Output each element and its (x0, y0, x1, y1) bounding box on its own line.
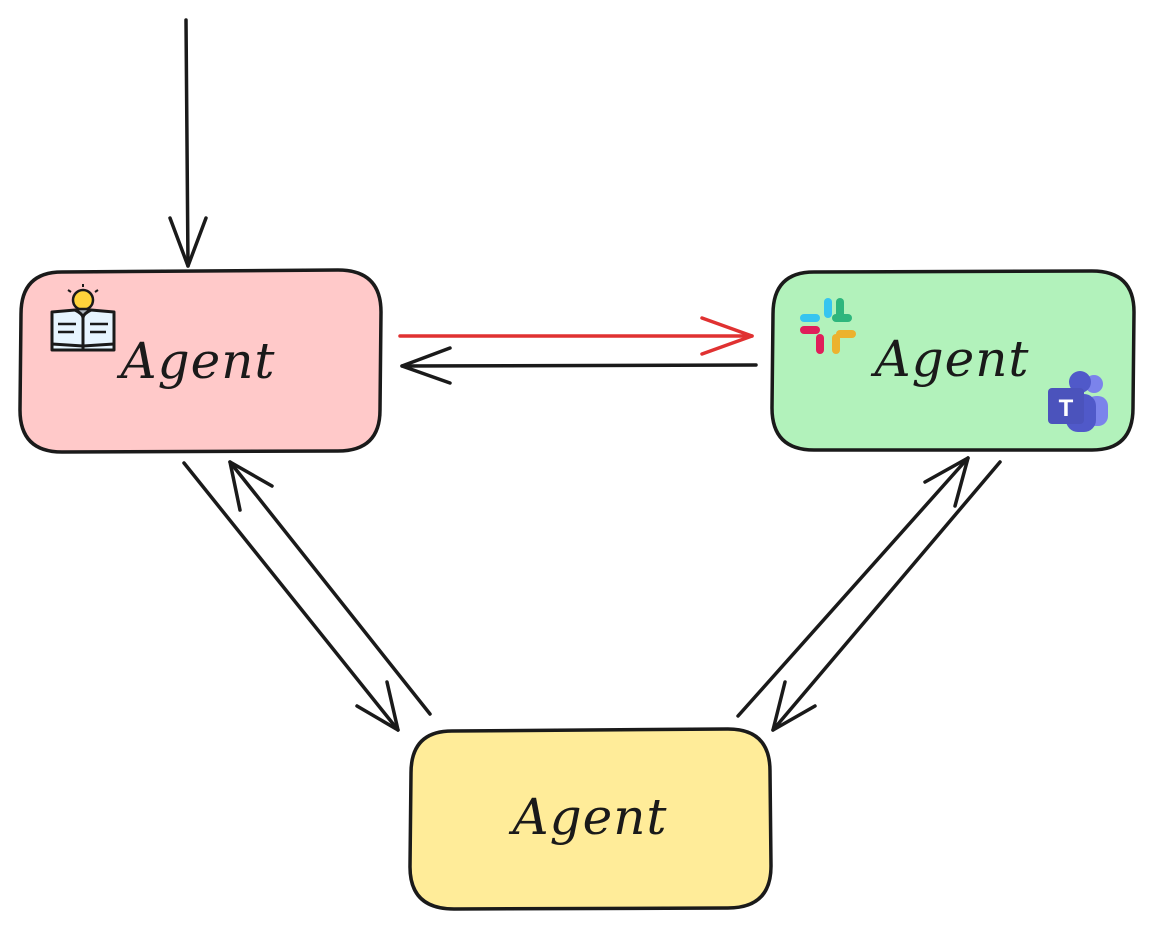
edge-agent-right-to-agent-bottom (771, 460, 1002, 732)
slack-icon (800, 298, 856, 354)
edge-agent-right-to-agent-left (400, 346, 758, 385)
edge-agent-left-to-agent-bottom (182, 461, 400, 732)
node-agent-right-box (770, 269, 1136, 452)
node-agent-left[interactable]: Agent (18, 268, 383, 454)
edge-agent-bottom-to-agent-right (736, 456, 970, 718)
edge-agent-left-to-agent-right (398, 316, 754, 356)
edge-input-to-agent-left (168, 18, 208, 268)
node-agent-bottom-label: Agent (509, 788, 668, 846)
node-agent-right-label: Agent (871, 330, 1030, 388)
node-agent-bottom-box (408, 727, 773, 911)
svg-text:T: T (1059, 395, 1074, 422)
edge-agent-bottom-to-agent-left (228, 460, 432, 716)
teams-icon: T (1048, 371, 1108, 432)
book-lightbulb-icon (50, 284, 116, 352)
node-agent-bottom[interactable]: Agent (408, 727, 773, 911)
node-agent-right[interactable]: T Agent (770, 269, 1136, 452)
node-agent-left-label: Agent (117, 332, 276, 390)
